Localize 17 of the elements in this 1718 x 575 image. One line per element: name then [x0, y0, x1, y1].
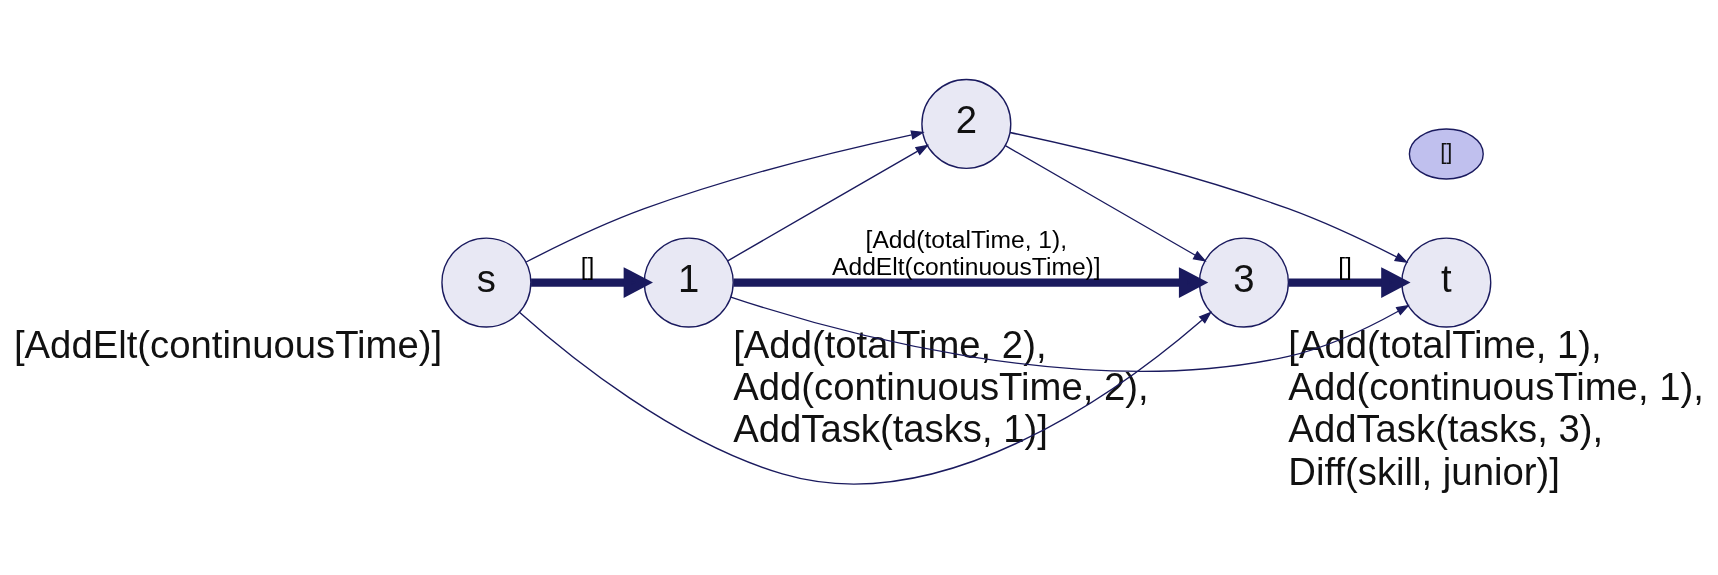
node-ellipse: [] [1408, 127, 1484, 180]
edge-label: [] [1338, 252, 1352, 280]
arrow [1004, 144, 1207, 262]
edge-label: [Add(totalTime, 1), AddElt(continuousTime)] [832, 225, 1101, 280]
arrow [733, 266, 1209, 298]
arrow [727, 144, 930, 261]
node-label: [AddElt(continuousTime)] [13, 322, 443, 366]
arrow [518, 310, 1213, 484]
arrow [1009, 131, 1409, 263]
node-circle: t [1401, 236, 1492, 328]
node-circle: 1 [643, 236, 734, 328]
arrow [531, 266, 653, 298]
node-circle: 2 [921, 78, 1012, 169]
arrow [1288, 266, 1411, 298]
arrow [525, 129, 925, 263]
node-circle: s [441, 236, 532, 328]
edge-label: [] [580, 252, 595, 280]
